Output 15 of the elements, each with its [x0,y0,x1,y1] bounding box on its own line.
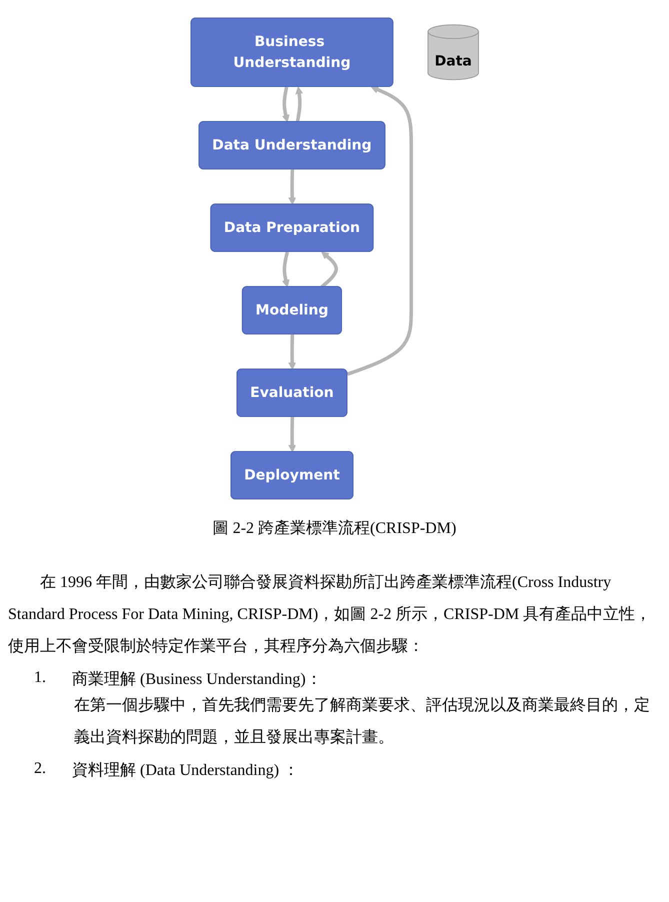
paragraph: 在 1996 年間，由數家公司聯合發展資料探勘所訂出跨產業標準流程(Cross Industry Standard Process For Data Mining, CRISP-DM)，如圖 2-2 所示，CRISP-DM 具有產品中立性，使用上不會受限制於特定作業平台，其程序分為六個步驟： [8,572,652,657]
arrow [282,250,290,287]
figure-caption: 圖 2-2 跨產業標準流程(CRISP-DM) [212,518,458,539]
arrow [295,86,303,122]
arrow [288,334,296,370]
arrow [282,86,290,122]
section-heading: 資料理解 (Data Understanding) ： [72,760,300,781]
list-number: 1. [34,669,46,688]
arrow [320,251,338,288]
arrow [346,86,413,376]
paragraph: 在第一個步驟中，首先我們需要先了解商業要求、評估現況以及商業最終目的，定義出資料探勘的問題，並且發展出專案計畫。 [74,696,651,748]
section-heading: 商業理解 (Business Understanding)： [72,670,322,690]
arrow [288,416,296,452]
list-number: 2. [34,760,46,779]
arrow [288,168,296,204]
